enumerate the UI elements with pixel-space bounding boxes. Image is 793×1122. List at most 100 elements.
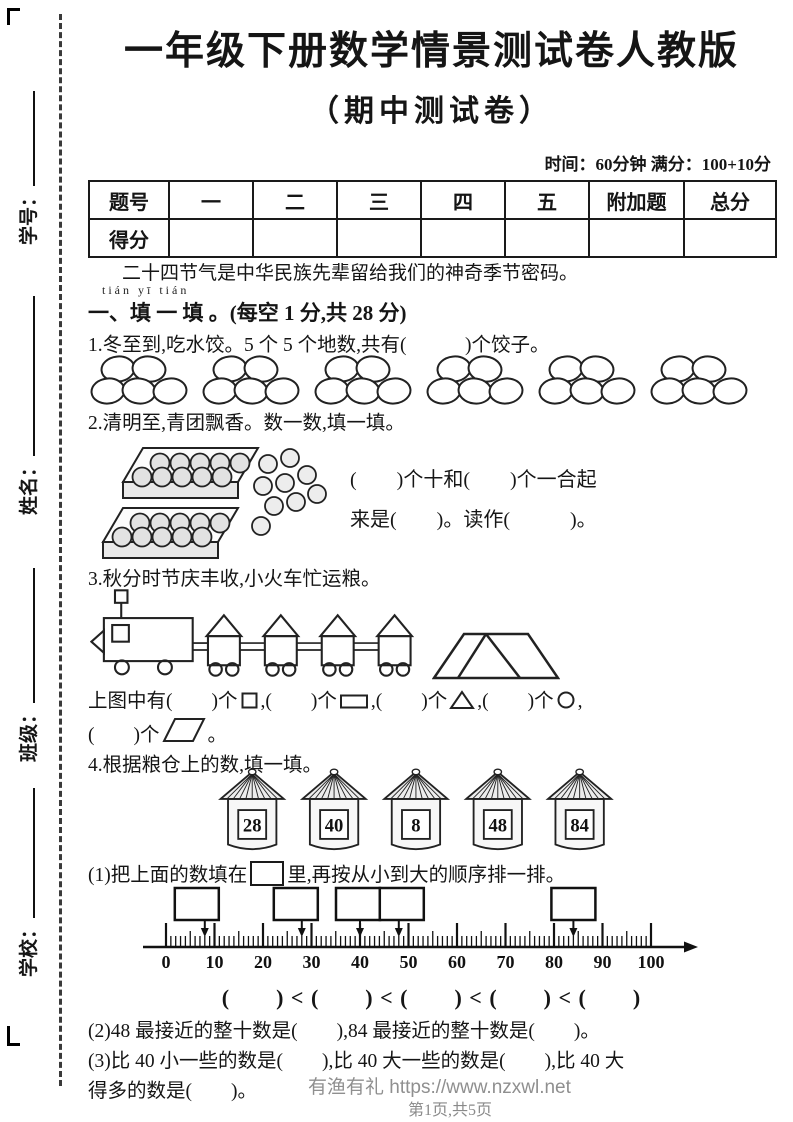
- school-blank-line: [22, 787, 35, 918]
- svg-text:10: 10: [206, 952, 224, 972]
- class-field: 班级：: [14, 567, 41, 762]
- score-row-label: 得分: [88, 218, 170, 258]
- question-1-text: 1.冬至到,吃水饺。5 个 5 个地数,共有( )个饺子。: [88, 335, 550, 356]
- svg-text:80: 80: [545, 952, 563, 972]
- trays-figure: [101, 447, 327, 559]
- pinyin-annotation: tián yī tián: [102, 283, 190, 297]
- score-table-score-row: 得分: [88, 218, 777, 258]
- bun-tray: [101, 507, 240, 559]
- crop-mark-bottom-left: [7, 1026, 20, 1046]
- question-3-fill-line2: ( )个 。: [88, 716, 227, 747]
- train-car: [239, 613, 301, 677]
- svg-text:40: 40: [325, 815, 344, 836]
- paper-subtitle: （期中测试卷）: [309, 95, 554, 128]
- numberline-arrow-box: [272, 886, 320, 937]
- svg-text:70: 70: [497, 952, 515, 972]
- question-4-sub1: (1)把上面的数填在 里,再按从小到大的顺序排一排。: [88, 858, 565, 887]
- q2-fill-line1: ( )个十和( )个一合起: [350, 469, 597, 491]
- svg-text:40: 40: [351, 952, 369, 972]
- score-table: 题号 一 二 三 四 五 附加题 总分 得分: [88, 180, 777, 258]
- svg-text:84: 84: [570, 815, 589, 836]
- question-3-text: 3.秋分时节庆丰收,小火车忙运粮。: [88, 569, 381, 590]
- header-cell-total: 总分: [683, 180, 777, 220]
- svg-text:0: 0: [162, 952, 171, 972]
- score-cell-empty: [252, 218, 338, 258]
- train-car: [192, 613, 244, 677]
- question-4-text: 4.根据粮仓上的数,填一填。: [88, 755, 323, 776]
- svg-text:30: 30: [303, 952, 321, 972]
- compare-blanks-line: ( ) < ( ) < ( ) < ( ) < ( ): [221, 985, 642, 1010]
- section-one-heading: 一、填 一 填 。(每空 1 分,共 28 分): [88, 301, 407, 325]
- question-4-sub2: (2)48 最接近的整十数是( ),84 最接近的整十数是( )。: [88, 1021, 600, 1042]
- dumplings-figure: [90, 355, 748, 405]
- header-cell-5: 五: [504, 180, 590, 220]
- paper-content: 一年级下册数学情景测试卷人教版 （期中测试卷） 时间：60分钟 满分：100+1…: [88, 0, 777, 1122]
- loose-buns: [251, 448, 327, 536]
- header-cell-4: 四: [420, 180, 506, 220]
- grain-silo: 40: [299, 768, 369, 851]
- numberline-arrow-box: [378, 886, 426, 937]
- score-cell-empty: [336, 218, 422, 258]
- q3-fill-seg-e: ,: [577, 691, 583, 712]
- q3-fill-seg-c: ,( )个: [370, 691, 448, 712]
- grain-silo: 8: [381, 768, 451, 851]
- q4-sub1-before: (1)把上面的数填在: [88, 865, 248, 886]
- student-name-field: 姓名：: [14, 295, 41, 515]
- question-4-sub3-line2: 得多的数是( )。: [88, 1081, 257, 1102]
- header-cell-bonus: 附加题: [588, 180, 685, 220]
- grain-silo: 28: [218, 768, 287, 851]
- svg-text:50: 50: [400, 952, 418, 972]
- question-4-sub3-line1: (3)比 40 小一些的数是( ),比 40 大一些的数是( ),比 40 大: [88, 1051, 625, 1072]
- svg-text:90: 90: [594, 952, 612, 972]
- trapezoid-inner-line-left: [456, 633, 488, 679]
- q3-fill2-seg-b: 。: [207, 725, 228, 746]
- q2-fill-line2: 来是( )。读作( )。: [350, 509, 597, 531]
- q3-fill-seg-b: ,( )个: [260, 691, 337, 712]
- q4-sub1-after: 里,再按从小到大的顺序排一排。: [287, 865, 566, 886]
- parallelogram-icon: [161, 718, 206, 742]
- bun-tray: [121, 447, 260, 499]
- dumpling-group: [538, 355, 636, 405]
- student-id-label: 学号：: [19, 187, 40, 245]
- score-cell-empty: [504, 218, 590, 258]
- score-table-header-row: 题号 一 二 三 四 五 附加题 总分: [88, 180, 777, 220]
- paper-title: 一年级下册数学情景测试卷人教版: [123, 30, 739, 73]
- numberline-arrow-box: [173, 886, 221, 937]
- inline-answer-box: [250, 861, 285, 886]
- numberline-arrow-box: [550, 886, 597, 937]
- score-cell-empty: [168, 218, 254, 258]
- grain-silo: 84: [545, 768, 614, 851]
- rectangle-icon: [339, 694, 368, 709]
- trapezoid-inner-line-right: [485, 633, 521, 679]
- svg-text:60: 60: [448, 952, 466, 972]
- student-id-blank-line: [22, 90, 35, 186]
- q3-fill2-seg-a: ( )个: [88, 725, 160, 746]
- q3-fill-seg-d: ,( )个: [477, 691, 554, 712]
- header-cell-3: 三: [336, 180, 422, 220]
- time-score-info: 时间：60分钟 满分：100+10分: [544, 155, 771, 174]
- trapezoid-figure: [432, 632, 560, 680]
- student-name-label: 姓名：: [19, 457, 40, 515]
- question-3-fill-line1: 上图中有( )个,( )个,( )个,( )个,: [88, 684, 583, 713]
- locomotive: [90, 589, 194, 676]
- crop-mark-top-left: [7, 8, 20, 25]
- numberline-arrow-box: [334, 886, 382, 937]
- circle-icon: [557, 691, 575, 709]
- grain-silo: 48: [463, 768, 532, 851]
- numberline-figure: 0 10 20 30 40 50 60 70 80 90 100: [143, 886, 698, 972]
- svg-text:100: 100: [638, 952, 665, 972]
- watermark: 有渔有礼 https://www.nzxwl.net: [308, 1077, 571, 1098]
- score-cell-empty: [683, 218, 777, 258]
- score-cell-empty: [420, 218, 506, 258]
- header-cell-1: 一: [168, 180, 254, 220]
- svg-text:20: 20: [254, 952, 272, 972]
- dumpling-group: [314, 355, 412, 405]
- train-car: [353, 613, 415, 677]
- svg-text:28: 28: [243, 815, 262, 836]
- school-label: 学校：: [19, 919, 40, 977]
- dumpling-group: [90, 355, 188, 405]
- train-figure: [90, 589, 415, 677]
- dumpling-group: [650, 355, 748, 405]
